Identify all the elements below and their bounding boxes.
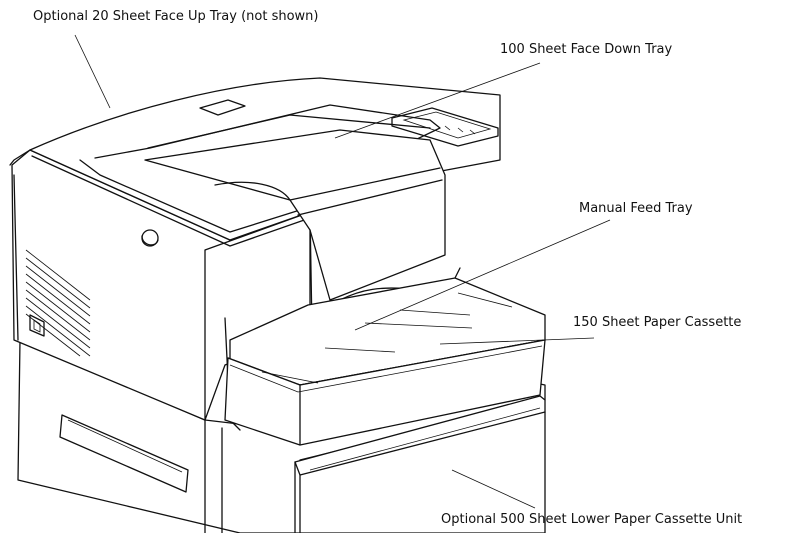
paper-cassette-drawing <box>224 267 546 446</box>
leader-lower-cassette-unit <box>451 469 536 509</box>
label-paper-cassette: 150 Sheet Paper Cassette <box>573 315 742 330</box>
leader-face-down-tray <box>334 62 541 139</box>
label-face-up-tray: Optional 20 Sheet Face Up Tray (not show… <box>33 9 319 24</box>
leader-face-up-tray <box>74 34 111 109</box>
leader-manual-feed-tray <box>354 219 611 331</box>
leader-lines <box>74 34 611 509</box>
leader-paper-cassette <box>439 337 595 345</box>
label-manual-feed-tray: Manual Feed Tray <box>579 201 693 216</box>
label-face-down-tray: 100 Sheet Face Down Tray <box>500 42 673 57</box>
label-lower-cassette-unit: Optional 500 Sheet Lower Paper Cassette … <box>441 512 743 527</box>
side-vents <box>25 249 91 357</box>
